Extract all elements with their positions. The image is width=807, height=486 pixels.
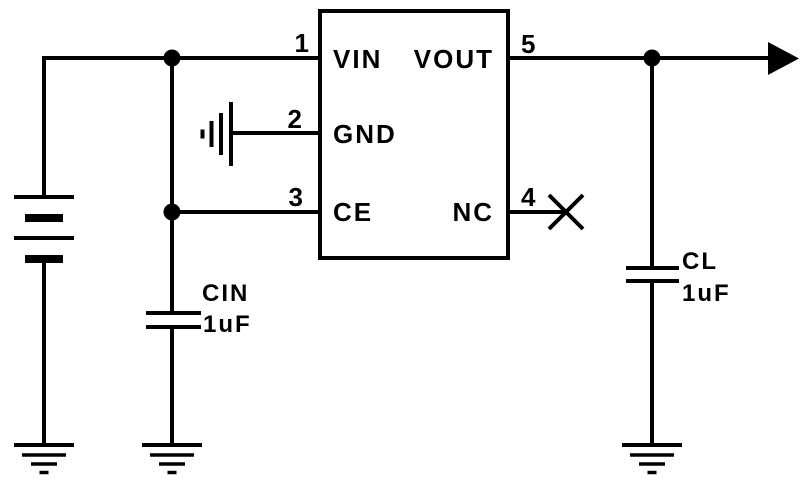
pin-number-2: 2 [288,104,302,134]
pin-number-3: 3 [289,182,303,212]
junction-dot [163,49,181,67]
cin-value-label: 1uF [203,311,252,338]
ic-pin-numbers: 1 2 3 4 5 [288,28,536,212]
capacitor-cl-icon [626,266,679,283]
cl-value-label: 1uF [682,280,731,307]
cl-name-label: CL [682,248,718,275]
ic-body [318,9,510,260]
cin-name-label: CIN [202,280,249,307]
ground-icon [622,443,682,475]
ic-pin-label-nc: NC [452,197,494,227]
ground-left-icon [200,102,233,166]
battery-icon [14,195,74,263]
pin-number-1: 1 [295,28,309,58]
x-stroke [547,193,585,231]
ic-pin-label-ce: CE [333,197,373,227]
no-connect-x-icon [547,193,585,231]
junction-dot [643,49,661,67]
ground-icon [142,443,202,475]
capacitor-cin-icon [146,311,201,329]
pin-number-5: 5 [521,29,535,59]
wire-input-net [42,56,320,196]
ic-pin-label-gnd: GND [333,119,397,149]
ic-pin-label-vin: VIN [333,44,382,74]
arrow-right-icon [768,42,799,75]
ic-pin-labels: VIN VOUT GND CE NC [333,44,494,227]
ic-pin-label-vout: VOUT [414,44,494,74]
ground-icon [14,443,74,475]
pin-number-4: 4 [521,182,536,212]
junction-dot [163,203,181,221]
